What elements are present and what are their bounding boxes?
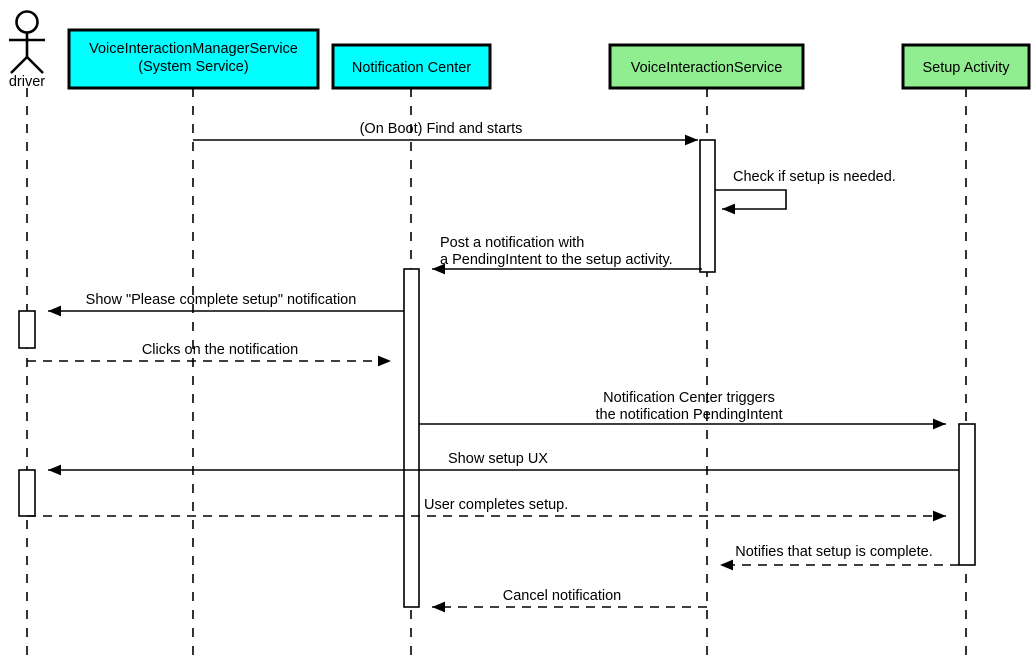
message-label: Show setup UX <box>448 451 548 467</box>
message-user-completes-setup[interactable]: User completes setup. <box>27 497 946 522</box>
message-on-boot-find-and-starts[interactable]: (On Boot) Find and starts <box>193 121 698 146</box>
participant-box-notification-center <box>331 43 492 90</box>
message-label: (On Boot) Find and starts <box>360 121 523 137</box>
participant-voiceinteractionmanagerservice[interactable]: VoiceInteractionManagerService (System S… <box>67 28 320 90</box>
participant-notification-center[interactable]: Notification Center <box>331 43 492 90</box>
activation-bar-driver-2 <box>18 469 36 517</box>
actor-leg-left <box>10 56 28 74</box>
message-self-loop <box>715 189 787 215</box>
message-cancel-notification[interactable]: Cancel notification <box>432 588 707 613</box>
message-label-line2: a PendingIntent to the setup activity. <box>440 252 673 268</box>
message-label: Clicks on the notification <box>142 342 298 358</box>
actor-driver[interactable]: driver <box>9 10 45 91</box>
message-show-please-complete-setup-notification[interactable]: Show "Please complete setup" notificatio… <box>48 292 404 317</box>
message-clicks-on-the-notification[interactable]: Clicks on the notification <box>27 342 391 367</box>
message-label-line1: Post a notification with <box>440 235 584 251</box>
participant-vims-label-line2: (System Service) <box>138 59 248 75</box>
message-notification-center-triggers-pendingintent[interactable]: Notification Center triggers the notific… <box>419 390 946 430</box>
participant-setup-activity[interactable]: Setup Activity <box>901 43 1031 90</box>
activation-bar-driver-1 <box>18 310 36 349</box>
message-label: Check if setup is needed. <box>733 169 896 185</box>
message-label: Notifies that setup is complete. <box>735 544 932 560</box>
message-label: Cancel notification <box>503 588 622 604</box>
message-check-if-setup-is-needed[interactable]: Check if setup is needed. <box>715 169 896 215</box>
message-show-setup-ux[interactable]: Show setup UX <box>48 451 959 476</box>
participant-setup-activity-label: Setup Activity <box>922 60 1010 76</box>
activation-bar-voiceinteractionservice-1 <box>699 139 716 273</box>
message-label-line1: Notification Center triggers <box>603 390 775 406</box>
activation-bars-group <box>18 139 976 608</box>
actor-head-icon <box>15 10 39 34</box>
message-label: Show "Please complete setup" notificatio… <box>86 292 357 308</box>
activation-bar-notification-center-1 <box>403 268 420 608</box>
message-post-a-notification[interactable]: Post a notification with a PendingIntent… <box>432 235 702 275</box>
participant-box-setup-activity <box>901 43 1031 90</box>
participant-vims-label-line1: VoiceInteractionManagerService <box>89 41 298 57</box>
message-label-line2: the notification PendingIntent <box>595 407 782 423</box>
participant-voiceinteractionservice[interactable]: VoiceInteractionService <box>608 43 805 90</box>
actor-leg-right <box>26 56 44 74</box>
message-notifies-that-setup-is-complete[interactable]: Notifies that setup is complete. <box>720 544 959 571</box>
participant-box-voiceinteractionservice <box>608 43 805 90</box>
message-label: User completes setup. <box>424 497 568 513</box>
actor-driver-label: driver <box>9 74 45 90</box>
participant-notification-center-label: Notification Center <box>352 60 471 76</box>
participant-box-vims <box>67 28 320 90</box>
participant-voiceinteractionservice-label: VoiceInteractionService <box>631 60 783 76</box>
activation-bar-setup-activity-1 <box>958 423 976 566</box>
